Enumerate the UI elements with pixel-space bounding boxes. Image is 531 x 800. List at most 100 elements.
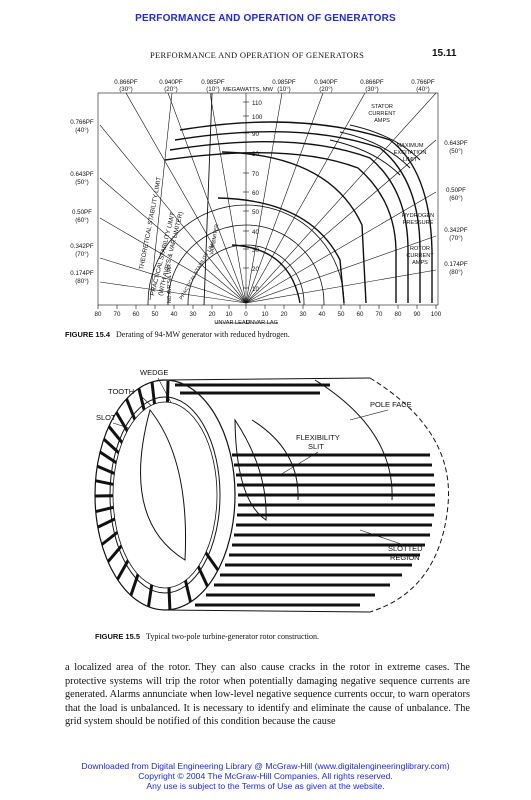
y-tick-label: 60 xyxy=(252,190,259,197)
x-tick-label: 20 xyxy=(281,311,288,318)
circles xyxy=(147,204,345,305)
x-axis-lead-label: UNVAR LEAD xyxy=(214,320,249,326)
hydrogen-label: PRESSURE xyxy=(403,220,434,226)
top-pf-label: 0.766PF xyxy=(411,79,435,86)
capability-arcs xyxy=(164,121,433,304)
top-pf-label: 0.940PF xyxy=(314,79,338,86)
slotted-region-label: SLOTTED xyxy=(388,544,423,553)
left-pf-label: 0.174PF xyxy=(70,270,94,277)
x-tick-label: 30 xyxy=(300,311,307,318)
right-angle-label: (50°) xyxy=(449,148,462,155)
y-tick-label: 40 xyxy=(252,229,259,236)
x-tick-label: 60 xyxy=(357,311,364,318)
figure-15-5-caption: FIGURE 15.5 Typical two-pole turbine-gene… xyxy=(95,632,319,641)
x-tick-label: 20 xyxy=(209,311,216,318)
right-pf-label: 0.174PF xyxy=(444,261,468,268)
footer-line-2: Copyright © 2004 The McGraw-Hill Compani… xyxy=(138,771,393,781)
right-pf-label: 0.50PF xyxy=(446,187,466,194)
tooth-label: TOOTH xyxy=(108,387,134,396)
x-tick-label: 90 xyxy=(414,311,421,318)
rotor-back-end xyxy=(369,377,450,613)
pole-face-leader xyxy=(349,409,389,421)
y-tick-label: 100 xyxy=(252,114,263,121)
megawatts-label: MEGAWATTS, MW xyxy=(223,87,274,93)
rotor-bottom-edge xyxy=(164,609,371,613)
page-number: 15.11 xyxy=(432,48,457,59)
y-tick-label: 70 xyxy=(252,171,259,178)
slot-label: SLOT xyxy=(96,413,116,422)
top-angle-label: (20°) xyxy=(164,86,177,93)
stator-label: STATOR xyxy=(371,104,393,110)
x-tick-label: 30 xyxy=(190,311,197,318)
right-angle-label: (80°) xyxy=(449,269,462,276)
max-excitation-label: EXCITATION xyxy=(394,150,427,156)
right-pf-label: 0.643PF xyxy=(444,140,468,147)
top-angle-label: (30°) xyxy=(119,86,132,93)
left-pf-label: 0.50PF xyxy=(72,209,92,216)
left-angle-label: (60°) xyxy=(75,217,88,224)
x-tick-label: 40 xyxy=(171,311,178,318)
caption-text: Typical two-pole turbine-generator rotor… xyxy=(146,632,319,641)
inner-lens xyxy=(140,408,187,561)
top-pf-label: 0.985PF xyxy=(201,79,225,86)
running-head: PERFORMANCE AND OPERATION OF GENERATORS xyxy=(150,50,365,60)
stator-arcs xyxy=(329,124,421,176)
power-factor-lines xyxy=(99,93,437,304)
y-tick-label: 20 xyxy=(252,266,259,273)
right-angle-label: (70°) xyxy=(449,235,462,242)
left-angle-label: (40°) xyxy=(75,127,88,134)
top-angle-label: (10°) xyxy=(277,86,290,93)
y-tick-label: 110 xyxy=(252,100,262,107)
x-tick-label: 80 xyxy=(95,311,102,318)
wedge-label: WEDGE xyxy=(140,368,168,377)
var-limiter-line xyxy=(149,92,173,301)
top-pf-label: 0.940PF xyxy=(159,79,183,86)
x-tick-label: 100 xyxy=(431,311,442,318)
flexibility-slit xyxy=(234,418,267,521)
top-angle-label: (20°) xyxy=(319,86,332,93)
x-tick-label: 80 xyxy=(395,311,402,318)
y-tick-label: 50 xyxy=(252,209,259,216)
rotor-label: CURRENT xyxy=(406,253,434,259)
left-pf-label: 0.766PF xyxy=(70,119,94,126)
flexibility-slit-label-2: SLIT xyxy=(308,442,324,451)
slotted-leader xyxy=(359,529,405,546)
x-tick-label: 10 xyxy=(226,311,233,318)
top-pf-label: 0.985PF xyxy=(272,79,296,86)
y-tick-label: 90 xyxy=(252,131,259,138)
top-angle-label: (30°) xyxy=(365,86,378,93)
x-tick-label: 50 xyxy=(338,311,345,318)
top-angle-label: (10°) xyxy=(206,86,219,93)
left-pf-label: 0.643PF xyxy=(70,171,94,178)
rotor-top-edge xyxy=(164,377,371,381)
var-limiter-label: VAR LIMITER xyxy=(209,223,220,255)
x-axis-ticks xyxy=(97,305,437,309)
stator-label: AMPS xyxy=(374,118,390,124)
plot-frame xyxy=(97,92,439,306)
left-angle-label: (50°) xyxy=(75,179,88,186)
theoretical-limit-line xyxy=(203,92,213,306)
x-tick-label: 10 xyxy=(262,311,269,318)
x-tick-label: 40 xyxy=(319,311,326,318)
footer-line-1: Downloaded from Digital Engineering Libr… xyxy=(81,761,450,771)
body-slots xyxy=(175,383,435,607)
slotted-region-label-2: REGION xyxy=(390,553,420,562)
right-pf-label: 0.342PF xyxy=(444,227,468,234)
hydrogen-label: HYDROGEN xyxy=(402,213,434,219)
y-tick-label: 30 xyxy=(252,247,259,254)
x-tick-label: 50 xyxy=(152,311,159,318)
x-tick-label: 0 xyxy=(244,311,248,318)
caption-label: FIGURE 15.4 xyxy=(65,330,111,339)
slit-curve xyxy=(251,419,299,501)
x-tick-label: 70 xyxy=(376,311,383,318)
x-axis-lag-label: UNVAR LAG xyxy=(246,320,278,326)
flexibility-slit-label: FLEXIBILITY xyxy=(296,433,340,442)
max-excitation-label: LIMIT xyxy=(403,157,418,163)
max-excitation-label: MAXIMUM xyxy=(396,143,423,149)
right-angle-label: (60°) xyxy=(449,195,462,202)
rotor-label: ROTOR xyxy=(410,246,430,252)
caption-label: FIGURE 15.5 xyxy=(95,632,141,641)
footer-line-3: Any use is subject to the Terms of Use a… xyxy=(146,781,385,791)
